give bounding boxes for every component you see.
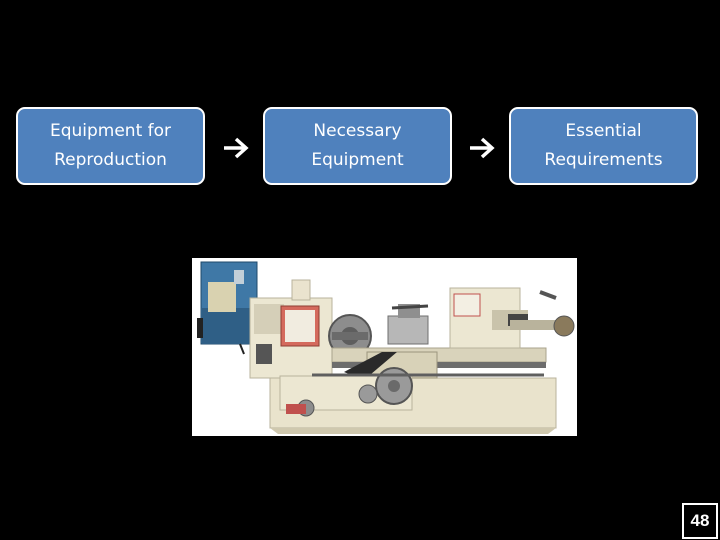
flow-step-label: Necessary Equipment: [311, 117, 403, 175]
page-number-label: 48: [691, 511, 710, 531]
flow-step-label: Essential Requirements: [544, 117, 662, 175]
flow-step-necessary-equipment: Necessary Equipment: [263, 107, 452, 185]
flow-step-essential-requirements: Essential Requirements: [509, 107, 698, 185]
page-number: 48: [682, 503, 718, 539]
metal-lathe-machine-icon: [192, 258, 577, 436]
flow-step-label: Equipment for Reproduction: [50, 117, 171, 175]
arrow-right-icon: [467, 135, 499, 161]
arrow-right-icon: [221, 135, 253, 161]
flow-step-equipment-for-reproduction: Equipment for Reproduction: [16, 107, 205, 185]
lathe-photo: [192, 258, 577, 436]
